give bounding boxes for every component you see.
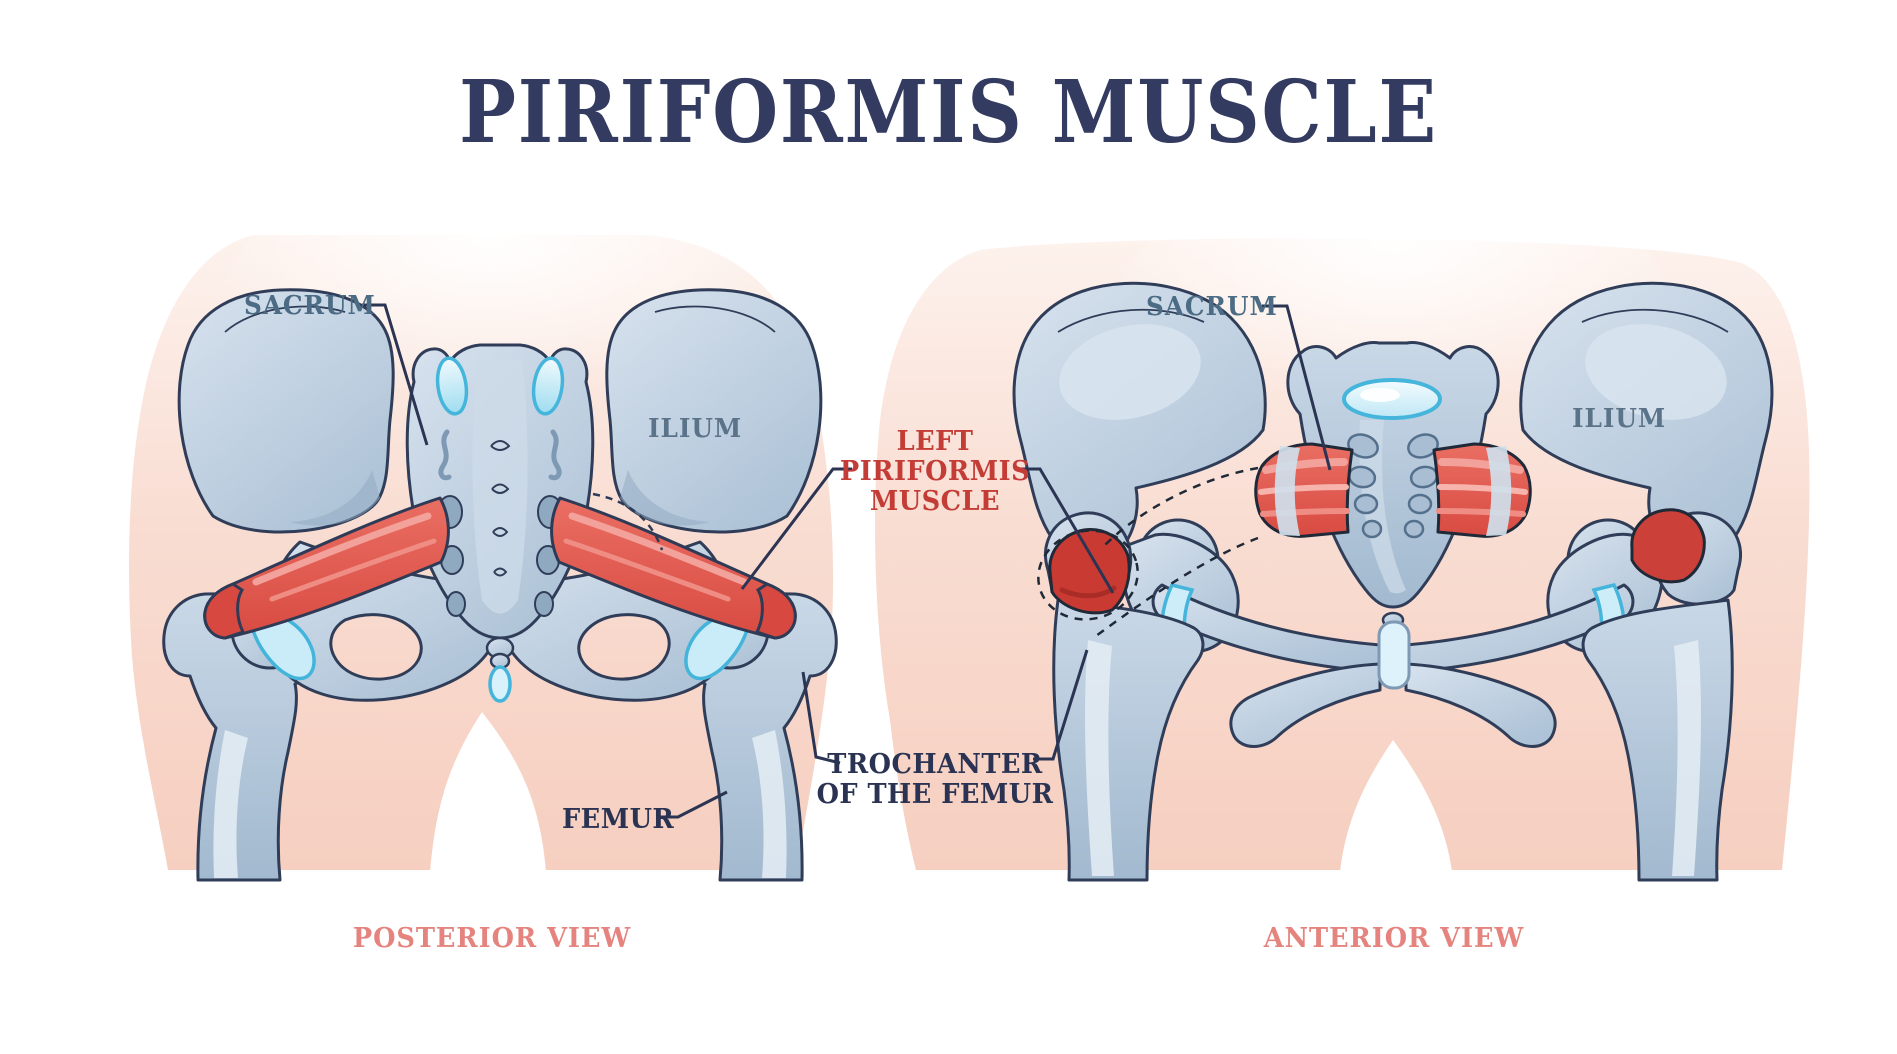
- piriformis-label-line2: PIRIFORMIS: [839, 456, 1031, 487]
- posterior-ilium-label: ILIUM: [648, 414, 743, 444]
- leader-piriformis-left: [740, 467, 852, 590]
- anterior-right-piriformis-insertion: [1630, 508, 1706, 584]
- hidden-muscle-dash-upper: [1104, 466, 1259, 546]
- trochanter-label: TROCHANTER OF THE FEMUR: [817, 750, 1054, 810]
- page-title: PIRIFORMIS MUSCLE: [459, 62, 1438, 163]
- leader-trochanter-right: [1033, 649, 1089, 761]
- femur-label: FEMUR: [562, 804, 675, 835]
- anterior-leg-gap: [1340, 740, 1452, 872]
- piriformis-label-line1: LEFT: [896, 426, 974, 457]
- piriformis-label-line3: MUSCLE: [869, 486, 1001, 517]
- anterior-ilium-label: ILIUM: [1572, 404, 1667, 434]
- hidden-muscle-dash-lower: [1095, 536, 1259, 638]
- posterior-figure: [129, 160, 838, 882]
- anterior-sacrum-label: SACRUM: [1146, 292, 1278, 322]
- trochanter-label-line1: TROCHANTER: [827, 749, 1043, 780]
- leader-piriformis-right: [1017, 467, 1115, 594]
- anterior-piriformis-muscles: [1254, 442, 1532, 538]
- leader-lines: [362, 303, 1332, 819]
- leader-femur: [656, 790, 728, 819]
- trochanter-label-line2: OF THE FEMUR: [816, 779, 1054, 810]
- posterior-view-caption: POSTERIOR VIEW: [352, 923, 632, 954]
- posterior-piriformis-muscles: [203, 492, 797, 640]
- leader-sacrum-posterior: [362, 303, 429, 446]
- anterior-figure: [875, 165, 1810, 882]
- leader-trochanter-left: [801, 671, 841, 765]
- posterior-leg-gap: [430, 712, 546, 872]
- piriformis-muscle-label: LEFT PIRIFORMIS MUSCLE: [840, 427, 1030, 517]
- anterior-view-caption: ANTERIOR VIEW: [1263, 923, 1525, 954]
- posterior-sacrum-label: SACRUM: [244, 291, 376, 321]
- hidden-trochanter-dash: [1037, 529, 1139, 621]
- anterior-left-piriformis-insertion: [1048, 528, 1131, 615]
- leader-sacrum-anterior: [1262, 304, 1332, 471]
